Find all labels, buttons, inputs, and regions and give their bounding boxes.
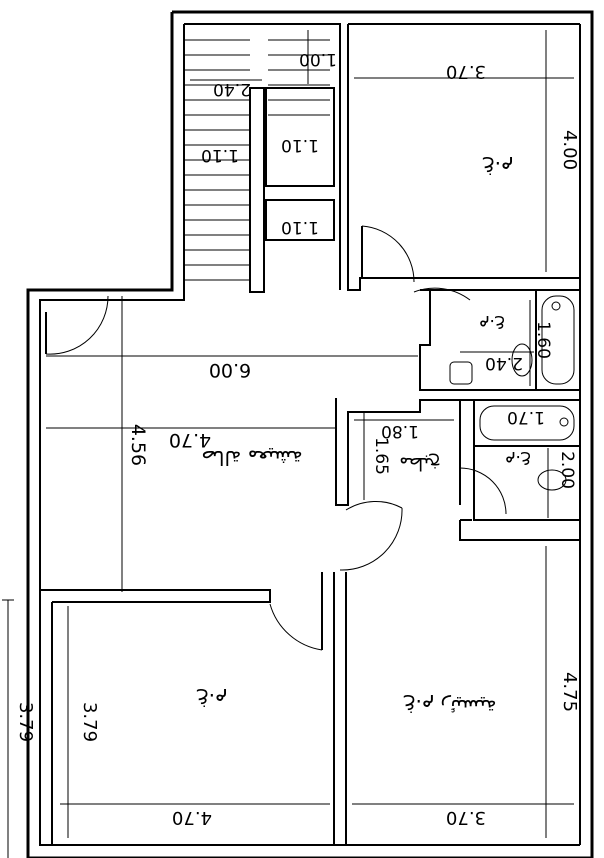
bedroom-bottom-right (345, 546, 574, 845)
door-kitchen (339, 467, 580, 571)
living-hall (46, 296, 418, 592)
stair-mid-left-dim: 1.10 (201, 145, 239, 165)
room-top-right-name: غ.م (483, 157, 514, 181)
stair-lower-dim: 1.10 (281, 217, 319, 237)
door-top-right-room (361, 225, 415, 283)
hall-height-dim: 4.56 (127, 424, 149, 466)
stair-mid-right-dim: 1.10 (281, 135, 319, 155)
stair-top-dim: 1.00 (299, 49, 337, 69)
room-bottom-left-width: 4.70 (172, 807, 212, 828)
bath-upper-dim-b: 2.40 (485, 353, 523, 373)
kitchen-width-dim: 1.80 (381, 421, 419, 441)
room-bottom-right-height: 4.75 (559, 672, 580, 712)
kitchen-name: مطبخ (399, 453, 440, 474)
hall-inner-dim: 4.70 (169, 429, 211, 451)
room-bottom-left-height: 3.79 (79, 702, 100, 742)
room-bottom-left-name: غ.م (197, 689, 228, 713)
door-hall-top (45, 287, 471, 355)
room-bottom-right-name: غ.م رئيسية (403, 695, 496, 719)
bath-upper-name: م.ع (479, 315, 505, 335)
bedroom-top-right (347, 24, 580, 291)
bathroom-lower (473, 399, 581, 521)
stair-width-dim: 2.40 (213, 79, 251, 99)
hall-width-dim: 6.00 (209, 359, 251, 381)
room-top-right-width: 3.70 (446, 61, 486, 82)
bedroom-bottom-left (40, 572, 335, 845)
bathroom-upper (419, 289, 581, 391)
staircase (184, 30, 335, 293)
kitchen-height-dim: 1.65 (371, 437, 391, 475)
outside-left-dim: 3.79 (15, 702, 36, 742)
bath-lower-name: م.ع (505, 451, 531, 471)
bath-lower-dim-b: 2.00 (557, 451, 577, 489)
bath-lower-dim-a: 1.70 (507, 407, 545, 427)
bath-upper-dim-a: 1.60 (533, 321, 553, 359)
outside-dimension (2, 599, 14, 858)
hall-name: صالة معيشة (201, 446, 302, 470)
room-top-right-height: 4.00 (559, 130, 580, 170)
room-bottom-right-width: 3.70 (446, 807, 486, 828)
